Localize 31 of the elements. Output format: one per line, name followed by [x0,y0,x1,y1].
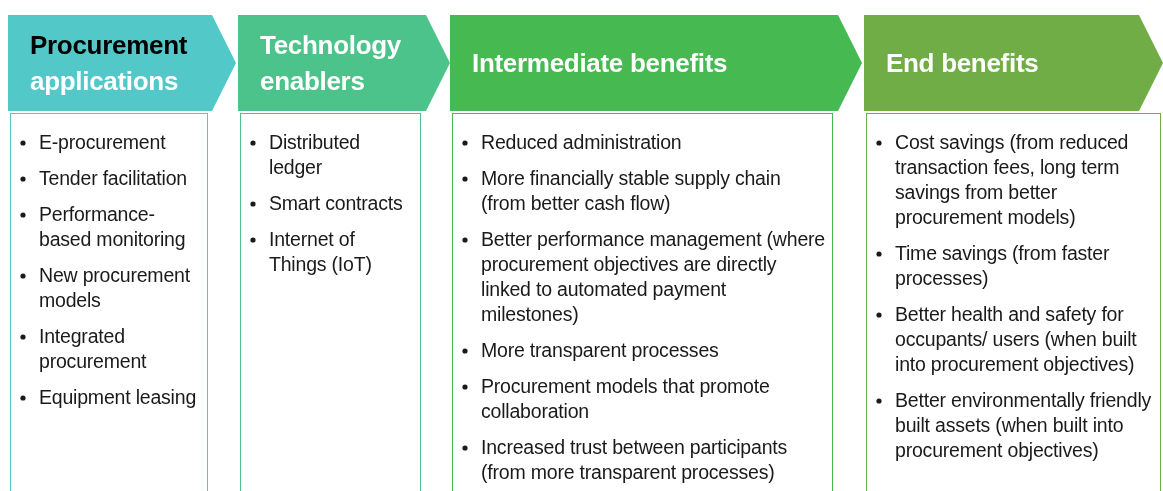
list-item: More financially stable supply chain (from better cash flow) [481,166,782,216]
list-item: Time savings (from faster processes) [895,241,1111,291]
header-title: Technology enablers [260,29,402,98]
list-item: Increased trust between participants (from more transparent processes) [481,435,789,485]
list-item: New procurement models [39,263,191,313]
header-title: Intermediate benefits [472,47,728,80]
list-item: Procurement models that promote collaboration [481,374,771,424]
list-item: Tender facilitation [39,166,187,191]
list-item: Performance-based monitoring [39,202,187,252]
list-item: Smart contracts [269,191,403,216]
list-panel [866,113,1161,491]
list-item: Better health and safety for occupants/ users (when built into procurement objectives) [895,302,1138,377]
list-item: Distributed ledger [269,130,361,180]
list-item: Equipment leasing [39,385,197,410]
chevron-header [8,15,236,111]
list-item: Internet of Things (IoT) [269,227,373,277]
header-title: End benefits [886,47,1039,80]
list-item: Better performance management (where procurement objectives are directly linked to automated payment milestones) [481,227,826,327]
list-item: Reduced administration [481,130,682,155]
chevron-header [864,15,1163,111]
list-item: Cost savings (from reduced transaction fees, long term savings from better procurement models) [895,130,1130,230]
chevron-header [238,15,450,111]
list-panel [452,113,833,491]
list-item: E-procurement [39,130,166,155]
chevron-header [450,15,862,111]
list-item: Better environmentally friendly built assets (when built into procurement objectives) [895,388,1153,463]
list-panel [240,113,421,491]
list-item: More transparent processes [481,338,719,363]
header-title: Procurement applications [30,29,189,98]
list-item: Integrated procurement [39,324,148,374]
list-panel [10,113,208,491]
